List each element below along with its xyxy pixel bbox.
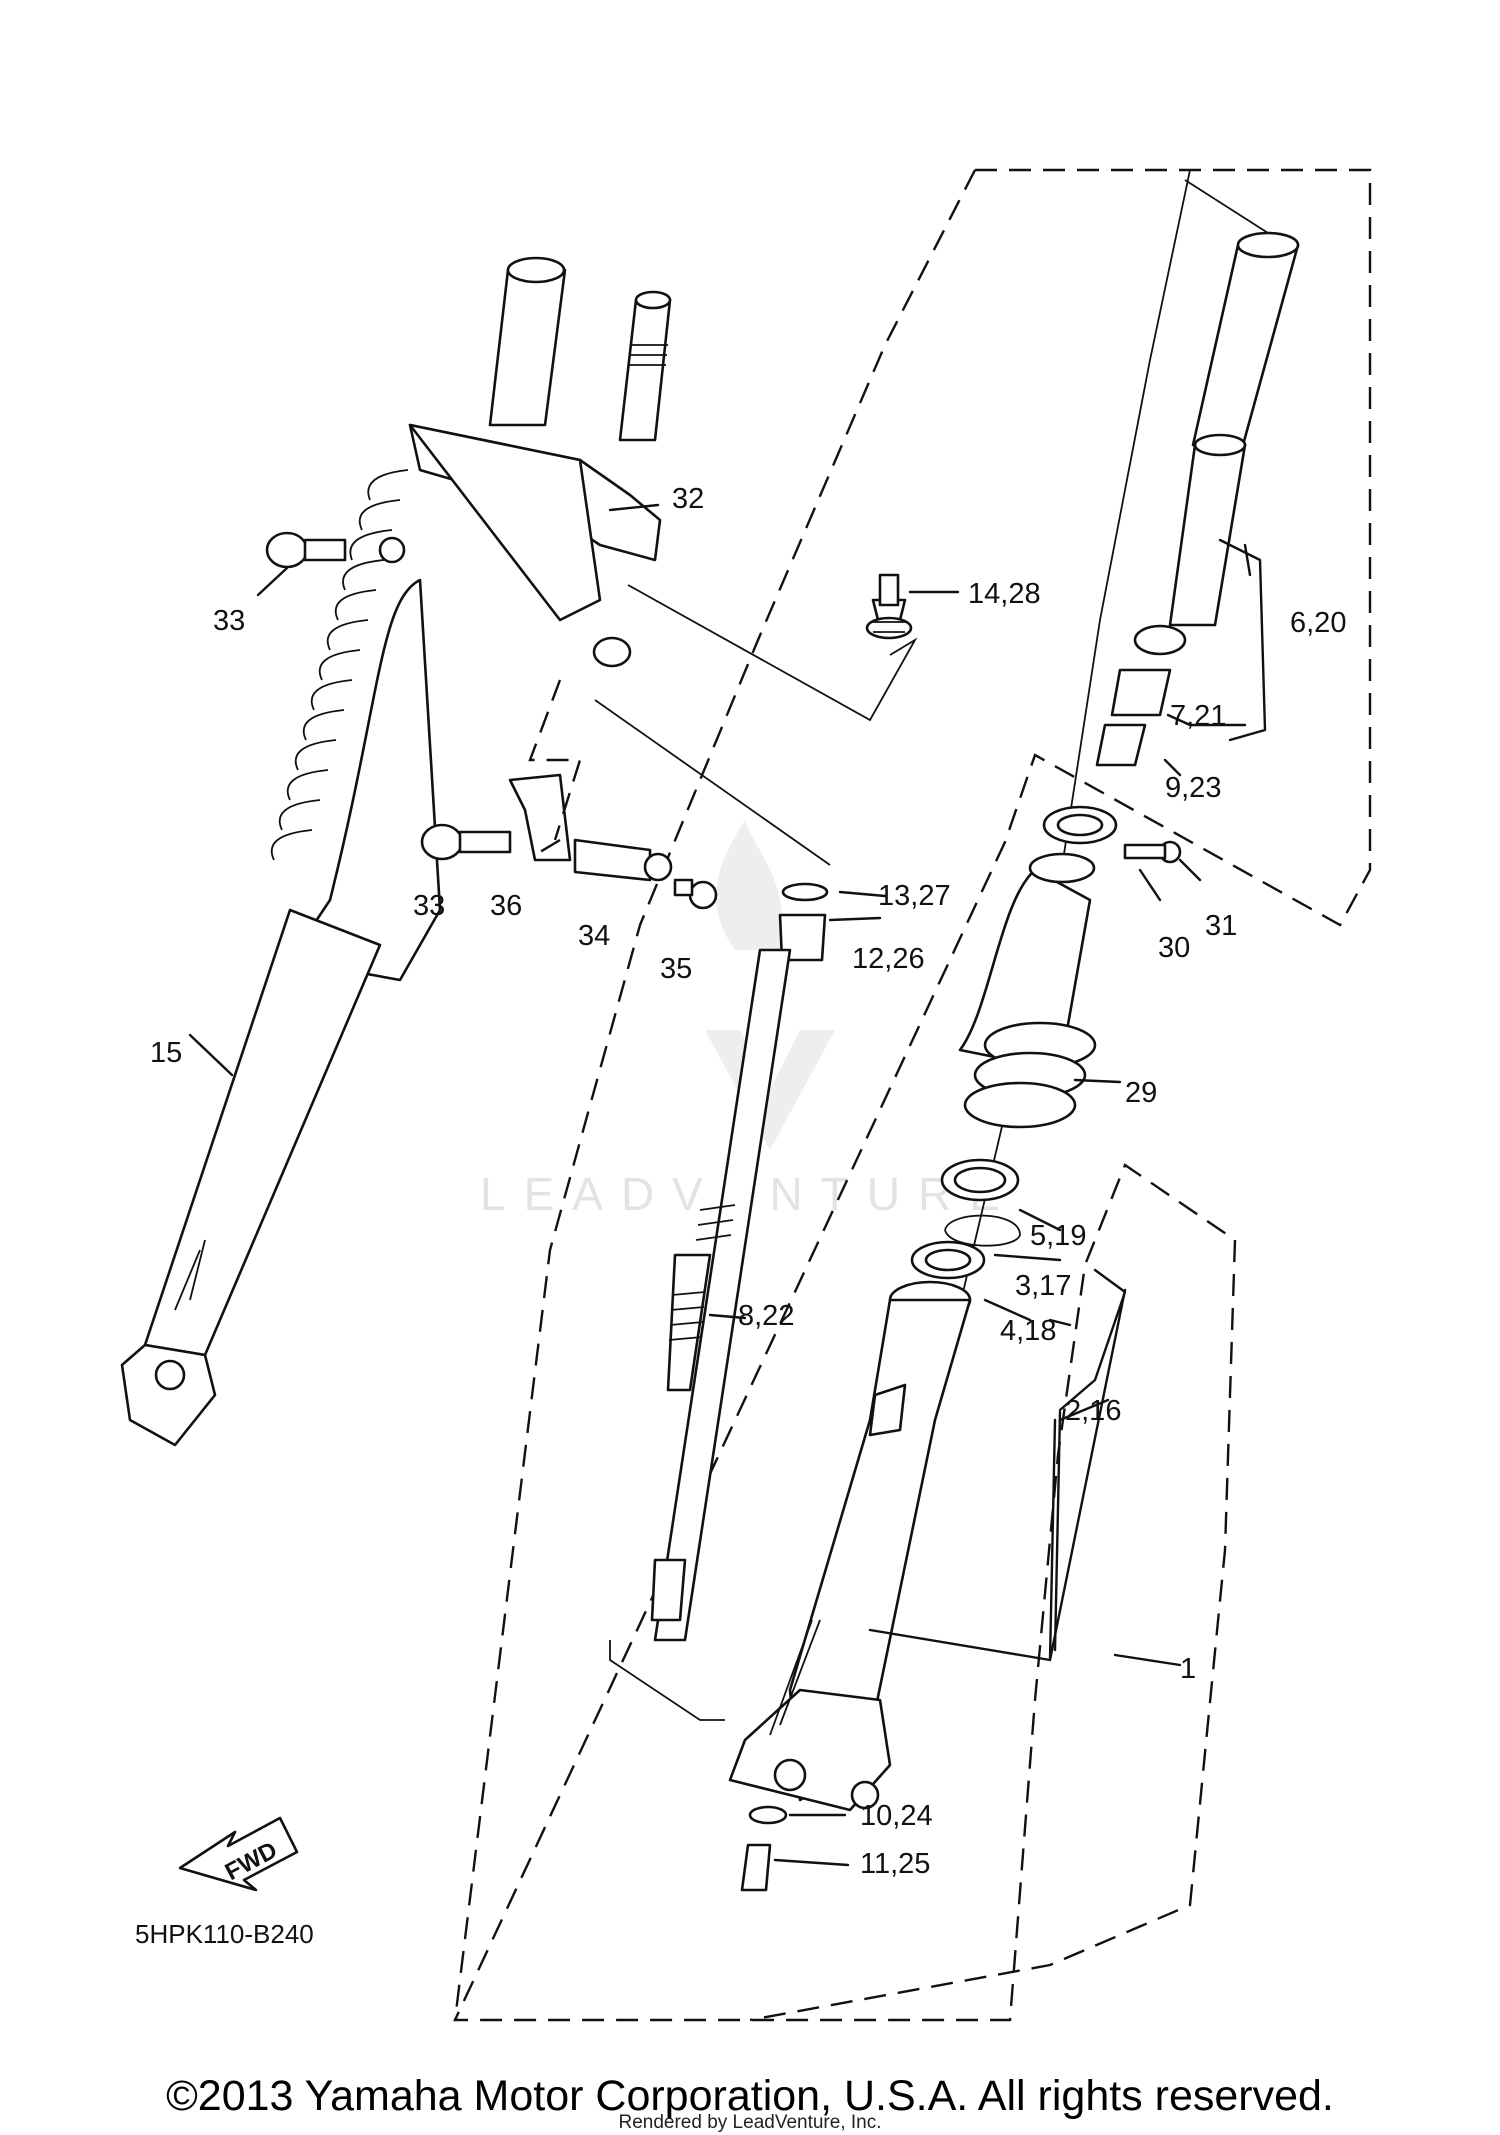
callout-7-21: 7,21 — [1170, 700, 1226, 732]
callout-15: 15 — [150, 1037, 182, 1069]
bolt-33-upper — [265, 531, 406, 569]
seals-3-4-5 — [910, 1158, 1021, 1280]
bottom-bolt-10-11 — [740, 1805, 788, 1892]
damper-rod-assembly — [609, 573, 913, 1721]
callout-1: 1 — [1180, 1653, 1196, 1685]
bracket-leaders — [528, 584, 918, 866]
callout-8-22: 8,22 — [738, 1300, 794, 1332]
bolt-33-lower — [420, 823, 512, 861]
callout-36: 36 — [490, 890, 522, 922]
callout-3-17: 3,17 — [1015, 1270, 1071, 1302]
callout-13-27: 13,27 — [878, 880, 951, 912]
callout-33-lower: 33 — [413, 890, 445, 922]
callout-labels: 1 2,16 3,17 4,18 5,19 6,20 7,21 8,22 9,2… — [150, 483, 1346, 1880]
fork-tube-exploded — [859, 169, 1300, 1731]
callout-4-18: 4,18 — [1000, 1315, 1056, 1347]
callout-32: 32 — [672, 483, 704, 515]
leader-lines — [188, 503, 1267, 1867]
callout-30: 30 — [1158, 932, 1190, 964]
boot-29-and-clamp-30 — [958, 805, 1182, 1129]
fwd-arrow: FWD — [178, 1816, 299, 1892]
callout-6-20: 6,20 — [1290, 607, 1346, 639]
callout-35: 35 — [660, 953, 692, 985]
brackets-34-36 — [508, 773, 718, 910]
callout-12-26: 12,26 — [852, 943, 925, 975]
callout-33-upper: 33 — [213, 605, 245, 637]
rendered-by-notice: Rendered by LeadVenture, Inc. — [618, 2112, 882, 2133]
assembly-outlines — [453, 168, 1372, 2022]
callout-29: 29 — [1125, 1077, 1157, 1109]
left-fork-assembly — [120, 256, 672, 1447]
callout-34: 34 — [578, 920, 610, 952]
callout-9-23: 9,23 — [1165, 772, 1221, 804]
drawing-code: 5HPK110-B240 — [135, 1919, 314, 1949]
outer-tube-2 — [728, 1280, 972, 1812]
callout-11-25: 11,25 — [860, 1848, 930, 1880]
callout-14-28: 14,28 — [968, 578, 1041, 610]
copyright-notice: ©2013 Yamaha Motor Corporation, U.S.A. A… — [166, 2072, 1334, 2120]
callout-10-24: 10,24 — [860, 1800, 933, 1832]
callout-31: 31 — [1205, 910, 1237, 942]
callout-2-16: 2,16 — [1065, 1395, 1121, 1427]
callout-5-19: 5,19 — [1030, 1220, 1086, 1252]
